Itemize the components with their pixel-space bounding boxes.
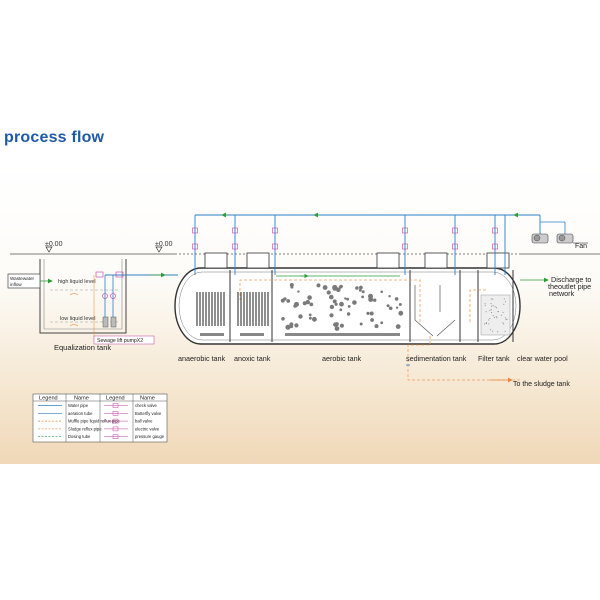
page-title: process flow [4, 129, 105, 146]
discharge-label-3: network [549, 289, 575, 298]
sludge-tank-label: To the sludge tank [513, 381, 570, 388]
aerator-heads [200, 333, 400, 336]
butterfly-valve-icon [192, 227, 498, 250]
legend-name: ball valve [135, 419, 153, 424]
aeration-tube [194, 214, 541, 275]
elevation-marker-right: ±0.00 [155, 241, 173, 253]
legend-header: Name [140, 396, 155, 402]
inflow-label-2: inflow [10, 282, 22, 287]
legend-name: Dosing tube [68, 434, 91, 439]
legend-name: pressure gauge [135, 434, 165, 439]
legend-header: Legend [106, 396, 125, 402]
sedimentation-tank-label: sedimentation tank [406, 354, 467, 363]
pump-label-box [93, 335, 155, 345]
sedimentation-hopper [414, 285, 456, 337]
legend-valve-icon [112, 403, 119, 408]
legend-name: check valve [135, 403, 158, 408]
fan-label: Fan [575, 243, 587, 250]
svg-text:±0.00: ±0.00 [155, 241, 173, 248]
legend-valve-icon [112, 426, 119, 432]
low-level-label: low liquid level [60, 316, 95, 322]
legend-name: Muffle pipe liquid reflux pipe [68, 419, 121, 424]
anoxic-tank-label: anoxic tank [234, 354, 271, 363]
legend-name: electric valve [135, 426, 160, 431]
aerobic-tank-label: aerobic tank [322, 354, 362, 363]
svg-text:±0.00: ±0.00 [45, 241, 63, 248]
anaerobic-tank-label: anaerobic tank [178, 354, 226, 363]
legend-valve-icon [112, 434, 119, 439]
pump-icon [102, 275, 117, 328]
equalization-tank-label: Equalization tank [54, 343, 111, 352]
pump-label: Sewage lift pumpX2 [97, 338, 143, 344]
legend-header: Name [74, 396, 89, 402]
inflow-label: Wastewater [10, 276, 35, 281]
sludge-reflux-pipe [239, 279, 520, 381]
filler-media [196, 292, 269, 326]
pressure-gauge-icon [102, 293, 116, 299]
filter-tank-label: Filter tank [478, 354, 510, 363]
elevation-marker-left: ±0.00 [45, 241, 63, 253]
filter-media [480, 294, 511, 336]
discharge-label-2: theoutlet pipe [548, 282, 591, 291]
legend-name: Butterfly valve [135, 411, 162, 416]
main-tank [174, 267, 521, 345]
tank-partitions [229, 270, 514, 342]
legend-name: aeration tube [68, 411, 93, 416]
equalization-tank [39, 259, 127, 334]
legend-table: Legend Name Legend Name Water pipe check … [32, 393, 168, 443]
discharge-label: Discharge to [551, 275, 591, 284]
filter-dots [484, 298, 508, 333]
legend-valve-icon [112, 418, 119, 424]
legend-valve-icon [112, 411, 119, 416]
fan-blower-icon [531, 221, 588, 244]
legend-name: Sludge reflux pipe [68, 426, 102, 431]
manhole-covers [204, 252, 510, 269]
legend-name: Water pipe [68, 403, 89, 408]
clear-water-pool-label: clear water pool [517, 354, 568, 363]
aeration-bubbles [280, 283, 404, 331]
high-level-label: high liquid level [58, 279, 96, 285]
check-valve-icon [95, 271, 124, 278]
legend-header: Legend [39, 396, 58, 402]
